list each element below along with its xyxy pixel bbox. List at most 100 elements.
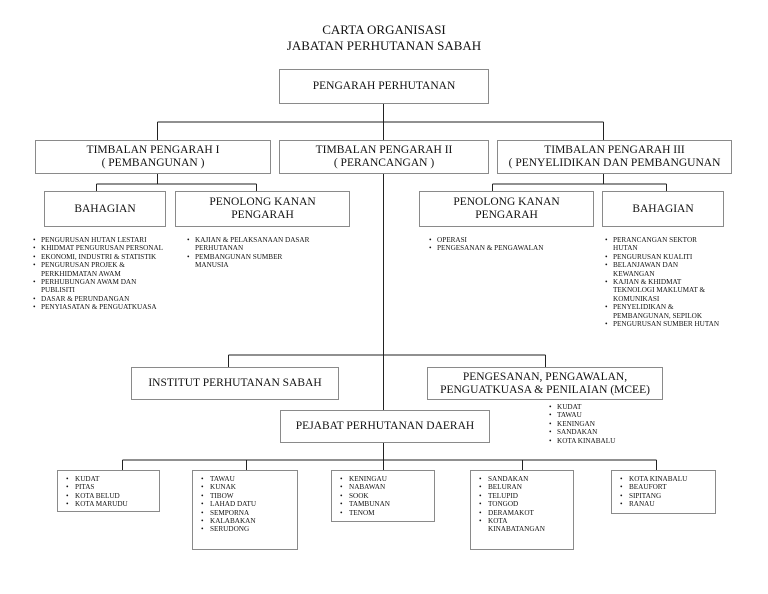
pkp-right-line1: PENOLONG KANAN xyxy=(453,196,560,208)
list-item: PERKHIDMATAN AWAM xyxy=(41,269,121,278)
list-item: TONGOD xyxy=(479,500,569,509)
list-item: PUBLISITI xyxy=(41,286,75,295)
list-item: SOOK xyxy=(340,492,430,501)
deputy-2-subtitle: ( PERANCANGAN ) xyxy=(333,157,435,169)
list-item: SIPITANG xyxy=(620,492,711,501)
list-item: PENYELIDIKAN & xyxy=(605,303,719,312)
list-item: PENGURUSAN PROJEK & xyxy=(33,261,163,270)
list-item: PERANCANGAN SEKTOR xyxy=(605,236,719,245)
chart-title-line1: CARTA ORGANISASI xyxy=(322,22,446,37)
list-item: PEMBANGUNAN SUMBER xyxy=(187,253,309,262)
list-item: KENINGAU xyxy=(340,475,430,484)
list-item: SANDAKAN xyxy=(479,475,569,484)
institute-box: INSTITUT PERHUTANAN SABAH xyxy=(131,367,339,400)
district-group-kudat: KUDAT PITAS KOTA BELUD KOTA MARUDU xyxy=(57,470,160,512)
district-office-box: PEJABAT PERHUTANAN DAERAH xyxy=(280,410,490,443)
list-item: TELUPID xyxy=(479,492,569,501)
list-item: BELANJAWAN DAN xyxy=(605,261,719,270)
list-item: KAJIAN & KHIDMAT xyxy=(605,278,719,287)
mcee-box: PENGESANAN, PENGAWALAN, PENGUATKUASA & P… xyxy=(427,367,663,400)
mcee-line1: PENGESANAN, PENGAWALAN, xyxy=(462,370,628,383)
district-list: KOTA KINABALU BEAUFORT SIPITANG RANAU xyxy=(612,475,711,509)
director-box: PENGARAH PERHUTANAN xyxy=(279,69,489,104)
deputy-3-box: TIMBALAN PENGARAH III ( PENYELIDIKAN DAN… xyxy=(497,140,732,174)
deputy-2-box: TIMBALAN PENGARAH II ( PERANCANGAN ) xyxy=(279,140,489,174)
list-item: KUDAT xyxy=(549,403,615,412)
chart-title-line2: JABATAN PERHUTANAN SABAH xyxy=(286,38,482,53)
district-group-kota-kinabalu: KOTA KINABALU BEAUFORT SIPITANG RANAU xyxy=(611,470,716,514)
list-item: BEAUFORT xyxy=(620,483,711,492)
pkp-left-line2: PENGARAH xyxy=(231,209,294,221)
mcee-line2: PENGUATKUASA & PENILAIAN (MCEE) xyxy=(440,383,650,396)
list-item: KALABAKAN xyxy=(201,517,293,526)
list-item: DASAR & PERUNDANGAN xyxy=(33,295,163,304)
district-list: KUDAT PITAS KOTA BELUD KOTA MARUDU xyxy=(58,475,155,509)
bahagian-left-box: BAHAGIAN xyxy=(44,191,166,227)
bahagian-right-list: PERANCANGAN SEKTOR HUTAN PENGURUSAN KUAL… xyxy=(604,236,719,329)
list-item: SEMPORNA xyxy=(201,509,293,518)
deputy-1-box: TIMBALAN PENGARAH I ( PEMBANGUNAN ) xyxy=(35,140,271,174)
pkp-right-list: OPERASI PENGESANAN & PENGAWALAN xyxy=(428,236,543,253)
district-group-sandakan: SANDAKAN BELURAN TELUPID TONGOD DERAMAKO… xyxy=(470,470,574,550)
list-item: KEWANGAN xyxy=(613,269,655,278)
bahagian-left-label: BAHAGIAN xyxy=(74,202,136,215)
institute-label: INSTITUT PERHUTANAN SABAH xyxy=(148,377,322,389)
list-item: TAWAU xyxy=(201,475,293,484)
pkp-right-line2: PENGARAH xyxy=(475,209,538,221)
list-item: PERHUTANAN xyxy=(195,244,244,253)
list-item: TAWAU xyxy=(549,411,615,420)
bahagian-left-list: PENGURUSAN HUTAN LESTARI KHIDMAT PENGURU… xyxy=(32,236,163,312)
list-item: KUNAK xyxy=(201,483,293,492)
list-item: NABAWAN xyxy=(340,483,430,492)
list-item: PEMBANGUNAN, SEPILOK xyxy=(613,311,703,320)
list-item: BELURAN xyxy=(479,483,569,492)
list-item: SANDAKAN xyxy=(549,428,615,437)
mcee-list: KUDAT TAWAU KENINGAN SANDAKAN KOTA KINAB… xyxy=(548,403,615,445)
list-item: MANUSIA xyxy=(195,261,229,270)
list-item: HUTAN xyxy=(613,244,638,253)
list-item: TIBOW xyxy=(201,492,293,501)
list-item: KENINGAN xyxy=(549,420,615,429)
list-item: KOTA KINABALU xyxy=(549,437,615,446)
list-item: KOTA BELUD xyxy=(66,492,155,501)
list-item: PENYIASATAN & PENGUATKUASA xyxy=(33,303,163,312)
list-item: TENOM xyxy=(340,509,430,518)
deputy-1-subtitle: ( PEMBANGUNAN ) xyxy=(101,157,205,169)
list-item: KOTA MARUDU xyxy=(66,500,155,509)
list-item: PENGURUSAN SUMBER HUTAN xyxy=(605,320,719,329)
list-item: TAMBUNAN xyxy=(340,500,430,509)
pkp-left-list: KAJIAN & PELAKSANAAN DASAR PERHUTANAN PE… xyxy=(186,236,309,270)
list-item: PITAS xyxy=(66,483,155,492)
pkp-left-line1: PENOLONG KANAN xyxy=(209,196,316,208)
list-item: RANAU xyxy=(620,500,711,509)
list-item: KOTA KINABALU xyxy=(620,475,711,484)
list-item: EKONOMI, INDUSTRI & STATISTIK xyxy=(33,253,163,262)
district-list: KENINGAU NABAWAN SOOK TAMBUNAN TENOM xyxy=(332,475,430,517)
district-list: SANDAKAN BELURAN TELUPID TONGOD DERAMAKO… xyxy=(471,475,569,534)
list-item: KUDAT xyxy=(66,475,155,484)
list-item: DERAMAKOT xyxy=(479,509,569,518)
director-label: PENGARAH PERHUTANAN xyxy=(312,80,456,92)
district-group-keningau: KENINGAU NABAWAN SOOK TAMBUNAN TENOM xyxy=(331,470,435,522)
list-item: OPERASI xyxy=(429,236,543,245)
deputy-3-subtitle: ( PENYELIDIKAN DAN PEMBANGUNAN xyxy=(508,157,721,169)
district-office-label: PEJABAT PERHUTANAN DAERAH xyxy=(295,420,475,432)
district-group-tawau: TAWAU KUNAK TIBOW LAHAD DATU SEMPORNA KA… xyxy=(192,470,298,550)
list-item: KAJIAN & PELAKSANAAN DASAR xyxy=(187,236,309,245)
list-item: PERHUBUNGAN AWAM DAN xyxy=(33,278,163,287)
list-item: KHIDMAT PENGURUSAN PERSONAL xyxy=(33,244,163,253)
list-item: KOTA xyxy=(479,517,569,526)
district-list: TAWAU KUNAK TIBOW LAHAD DATU SEMPORNA KA… xyxy=(193,475,293,534)
list-item: KOMUNIKASI xyxy=(613,294,660,303)
list-item: PENGURUSAN HUTAN LESTARI xyxy=(33,236,163,245)
list-item: LAHAD DATU xyxy=(201,500,293,509)
list-item: KINABATANGAN xyxy=(488,525,545,534)
list-item: PENGURUSAN KUALITI xyxy=(605,253,719,262)
list-item: TEKNOLOGI MAKLUMAT & xyxy=(613,286,706,295)
pkp-right-box: PENOLONG KANAN PENGARAH xyxy=(419,191,594,227)
list-item: SERUDONG xyxy=(201,525,293,534)
list-item: PENGESANAN & PENGAWALAN xyxy=(429,244,543,253)
bahagian-right-label: BAHAGIAN xyxy=(632,202,694,215)
deputy-1-title: TIMBALAN PENGARAH I xyxy=(86,144,220,156)
